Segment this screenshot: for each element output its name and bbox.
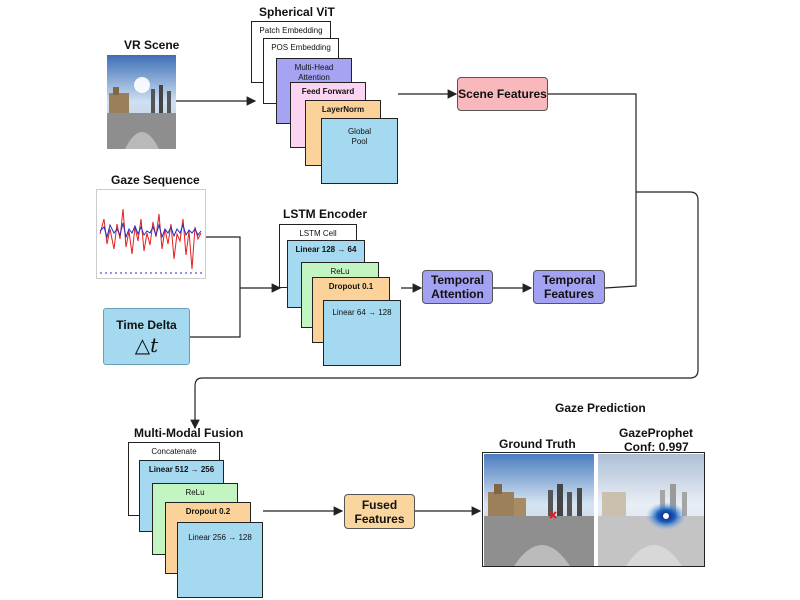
temporal-features-node: Temporal Features bbox=[533, 270, 605, 304]
spherical-vit-title: Spherical ViT bbox=[259, 5, 335, 19]
fusion-title: Multi-Modal Fusion bbox=[134, 426, 244, 440]
lstm-encoder-title: LSTM Encoder bbox=[283, 207, 368, 221]
temporal-attention-node: Temporal Attention bbox=[422, 270, 493, 304]
gaze-sequence-title: Gaze Sequence bbox=[111, 173, 200, 187]
gazeprophet-heatmap-image bbox=[598, 454, 704, 566]
gaze-sequence-plot bbox=[96, 189, 206, 279]
time-delta-symbol: △t bbox=[134, 333, 159, 357]
scene-features-node: Scene Features bbox=[457, 77, 548, 111]
lstm-layer-linear-64-128: Linear 64 → 128 bbox=[323, 300, 401, 366]
gazeprophet-label: GazeProphet bbox=[619, 426, 694, 440]
time-delta-title: Time Delta bbox=[116, 318, 177, 332]
vr-scene-image bbox=[107, 55, 176, 149]
vit-layer-global-pool: Global Pool bbox=[321, 118, 398, 184]
gaze-prediction-title: Gaze Prediction bbox=[555, 401, 646, 415]
time-delta-box: Time Delta △t bbox=[103, 308, 190, 365]
fused-features-node: Fused Features bbox=[344, 494, 415, 529]
ground-truth-label: Ground Truth bbox=[499, 437, 576, 451]
vr-scene-title: VR Scene bbox=[124, 38, 180, 52]
confidence-label: Conf: 0.997 bbox=[624, 440, 689, 454]
ground-truth-image bbox=[484, 454, 594, 566]
fusion-layer-linear-256-128: Linear 256 → 128 bbox=[177, 522, 263, 598]
prediction-panel bbox=[482, 452, 705, 567]
